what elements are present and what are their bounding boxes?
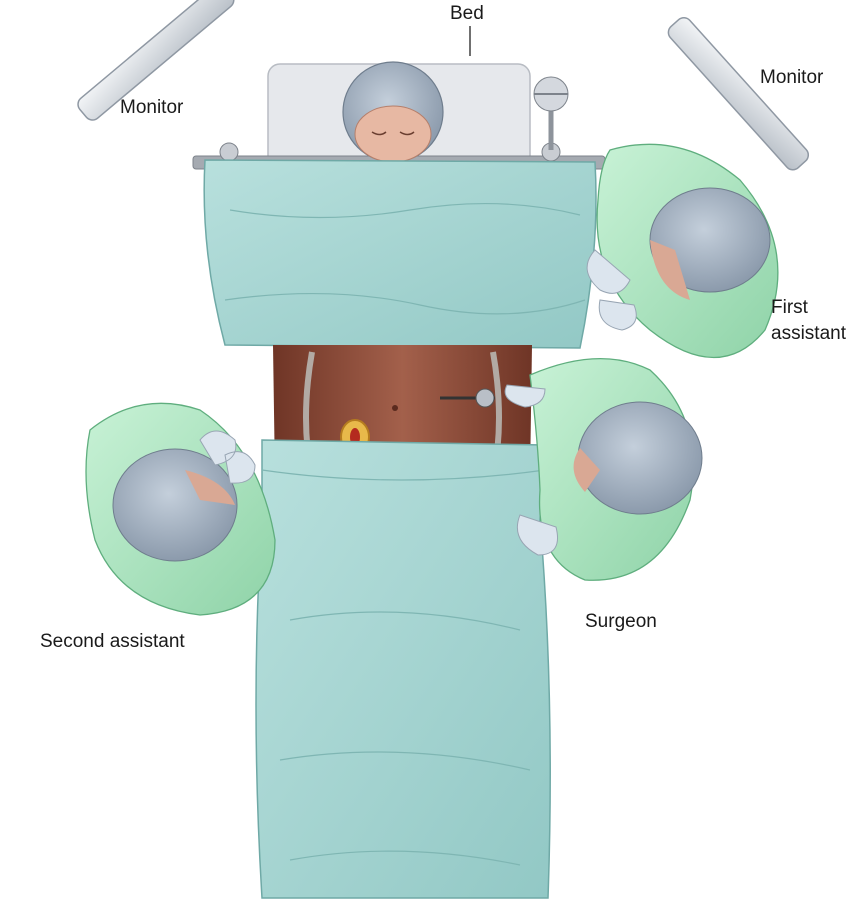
second-assistant-figure xyxy=(86,403,275,615)
label-monitor-left: Monitor xyxy=(120,96,183,120)
first-assistant-figure xyxy=(587,144,778,357)
label-first-assistant-line2: assistant xyxy=(771,322,846,346)
label-monitor-right: Monitor xyxy=(760,66,823,90)
upper-drape xyxy=(204,160,596,348)
monitor-right-icon xyxy=(665,14,811,173)
label-second-assistant: Second assistant xyxy=(40,630,185,654)
label-surgeon: Surgeon xyxy=(585,610,657,634)
label-bed: Bed xyxy=(450,2,484,26)
label-first-assistant-line1: First xyxy=(771,296,808,320)
patient-head xyxy=(343,62,443,162)
lower-drape xyxy=(256,440,550,898)
